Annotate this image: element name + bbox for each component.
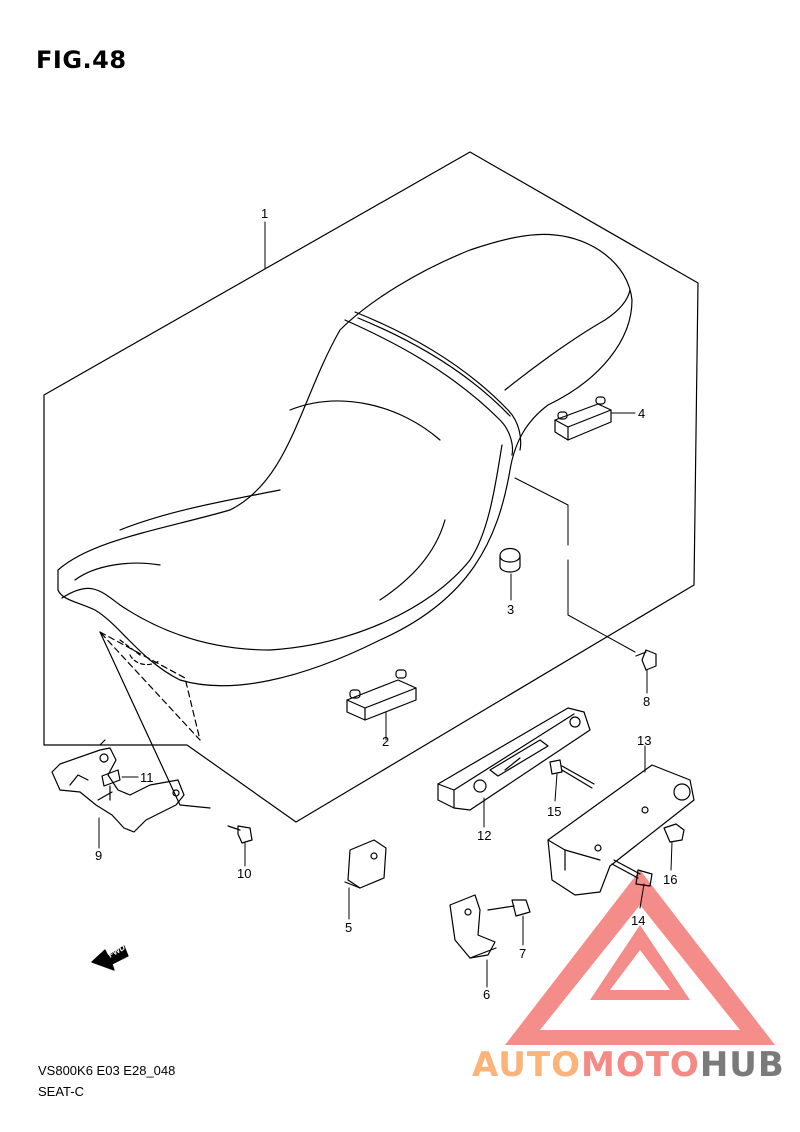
part-11-screw xyxy=(101,769,121,801)
callout-2: 2 xyxy=(382,734,389,749)
callout-13: 13 xyxy=(637,733,651,748)
part-4-cushion xyxy=(554,396,612,441)
callout-10: 10 xyxy=(237,866,251,881)
callout-6: 6 xyxy=(483,987,490,1002)
figure-name: SEAT-C xyxy=(38,1084,84,1099)
callout-14: 14 xyxy=(631,913,645,928)
part-6-clip xyxy=(449,894,497,959)
callout-16: 16 xyxy=(663,872,677,887)
seat-assembly xyxy=(57,233,633,809)
callout-numbers: 1 2 3 4 5 6 7 8 9 10 11 12 13 14 15 16 xyxy=(95,206,677,1002)
part-2-cushion xyxy=(346,669,417,721)
part-16-nut xyxy=(663,823,685,843)
watermark-text: AUTOMOTOHUB xyxy=(472,1045,785,1085)
fwd-arrow-icon: FWD xyxy=(91,943,129,971)
watermark-logo-icon xyxy=(505,870,775,1045)
callout-9: 9 xyxy=(95,848,102,863)
callout-12: 12 xyxy=(477,828,491,843)
assembly-outline xyxy=(43,151,699,823)
part-9-bracket xyxy=(51,739,185,833)
part-3-grommet xyxy=(499,547,521,573)
callout-11: 11 xyxy=(140,770,154,785)
callout-15: 15 xyxy=(547,804,561,819)
part-12-rail xyxy=(437,707,591,811)
callout-5: 5 xyxy=(345,920,352,935)
part-10-bolt xyxy=(227,825,253,844)
part-7-bolt xyxy=(487,899,531,917)
callout-3: 3 xyxy=(507,602,514,617)
part-13-rail xyxy=(547,764,695,896)
callout-7: 7 xyxy=(519,946,526,961)
part-8-bolt xyxy=(635,649,657,671)
part-5-clip xyxy=(344,839,387,889)
watermark-auto: AUTO xyxy=(472,1045,581,1085)
leader-lines xyxy=(98,221,673,988)
callout-8: 8 xyxy=(643,694,650,709)
callout-1: 1 xyxy=(261,206,268,221)
callout-4: 4 xyxy=(638,406,645,421)
figure-code: VS800K6 E03 E28_048 xyxy=(38,1063,176,1078)
part-15-bolt xyxy=(549,759,595,789)
part-14-screw xyxy=(611,859,653,887)
watermark-moto: MOTO xyxy=(580,1045,700,1085)
figure-title: FIG.48 xyxy=(36,46,127,74)
watermark-hub: HUB xyxy=(699,1045,785,1085)
